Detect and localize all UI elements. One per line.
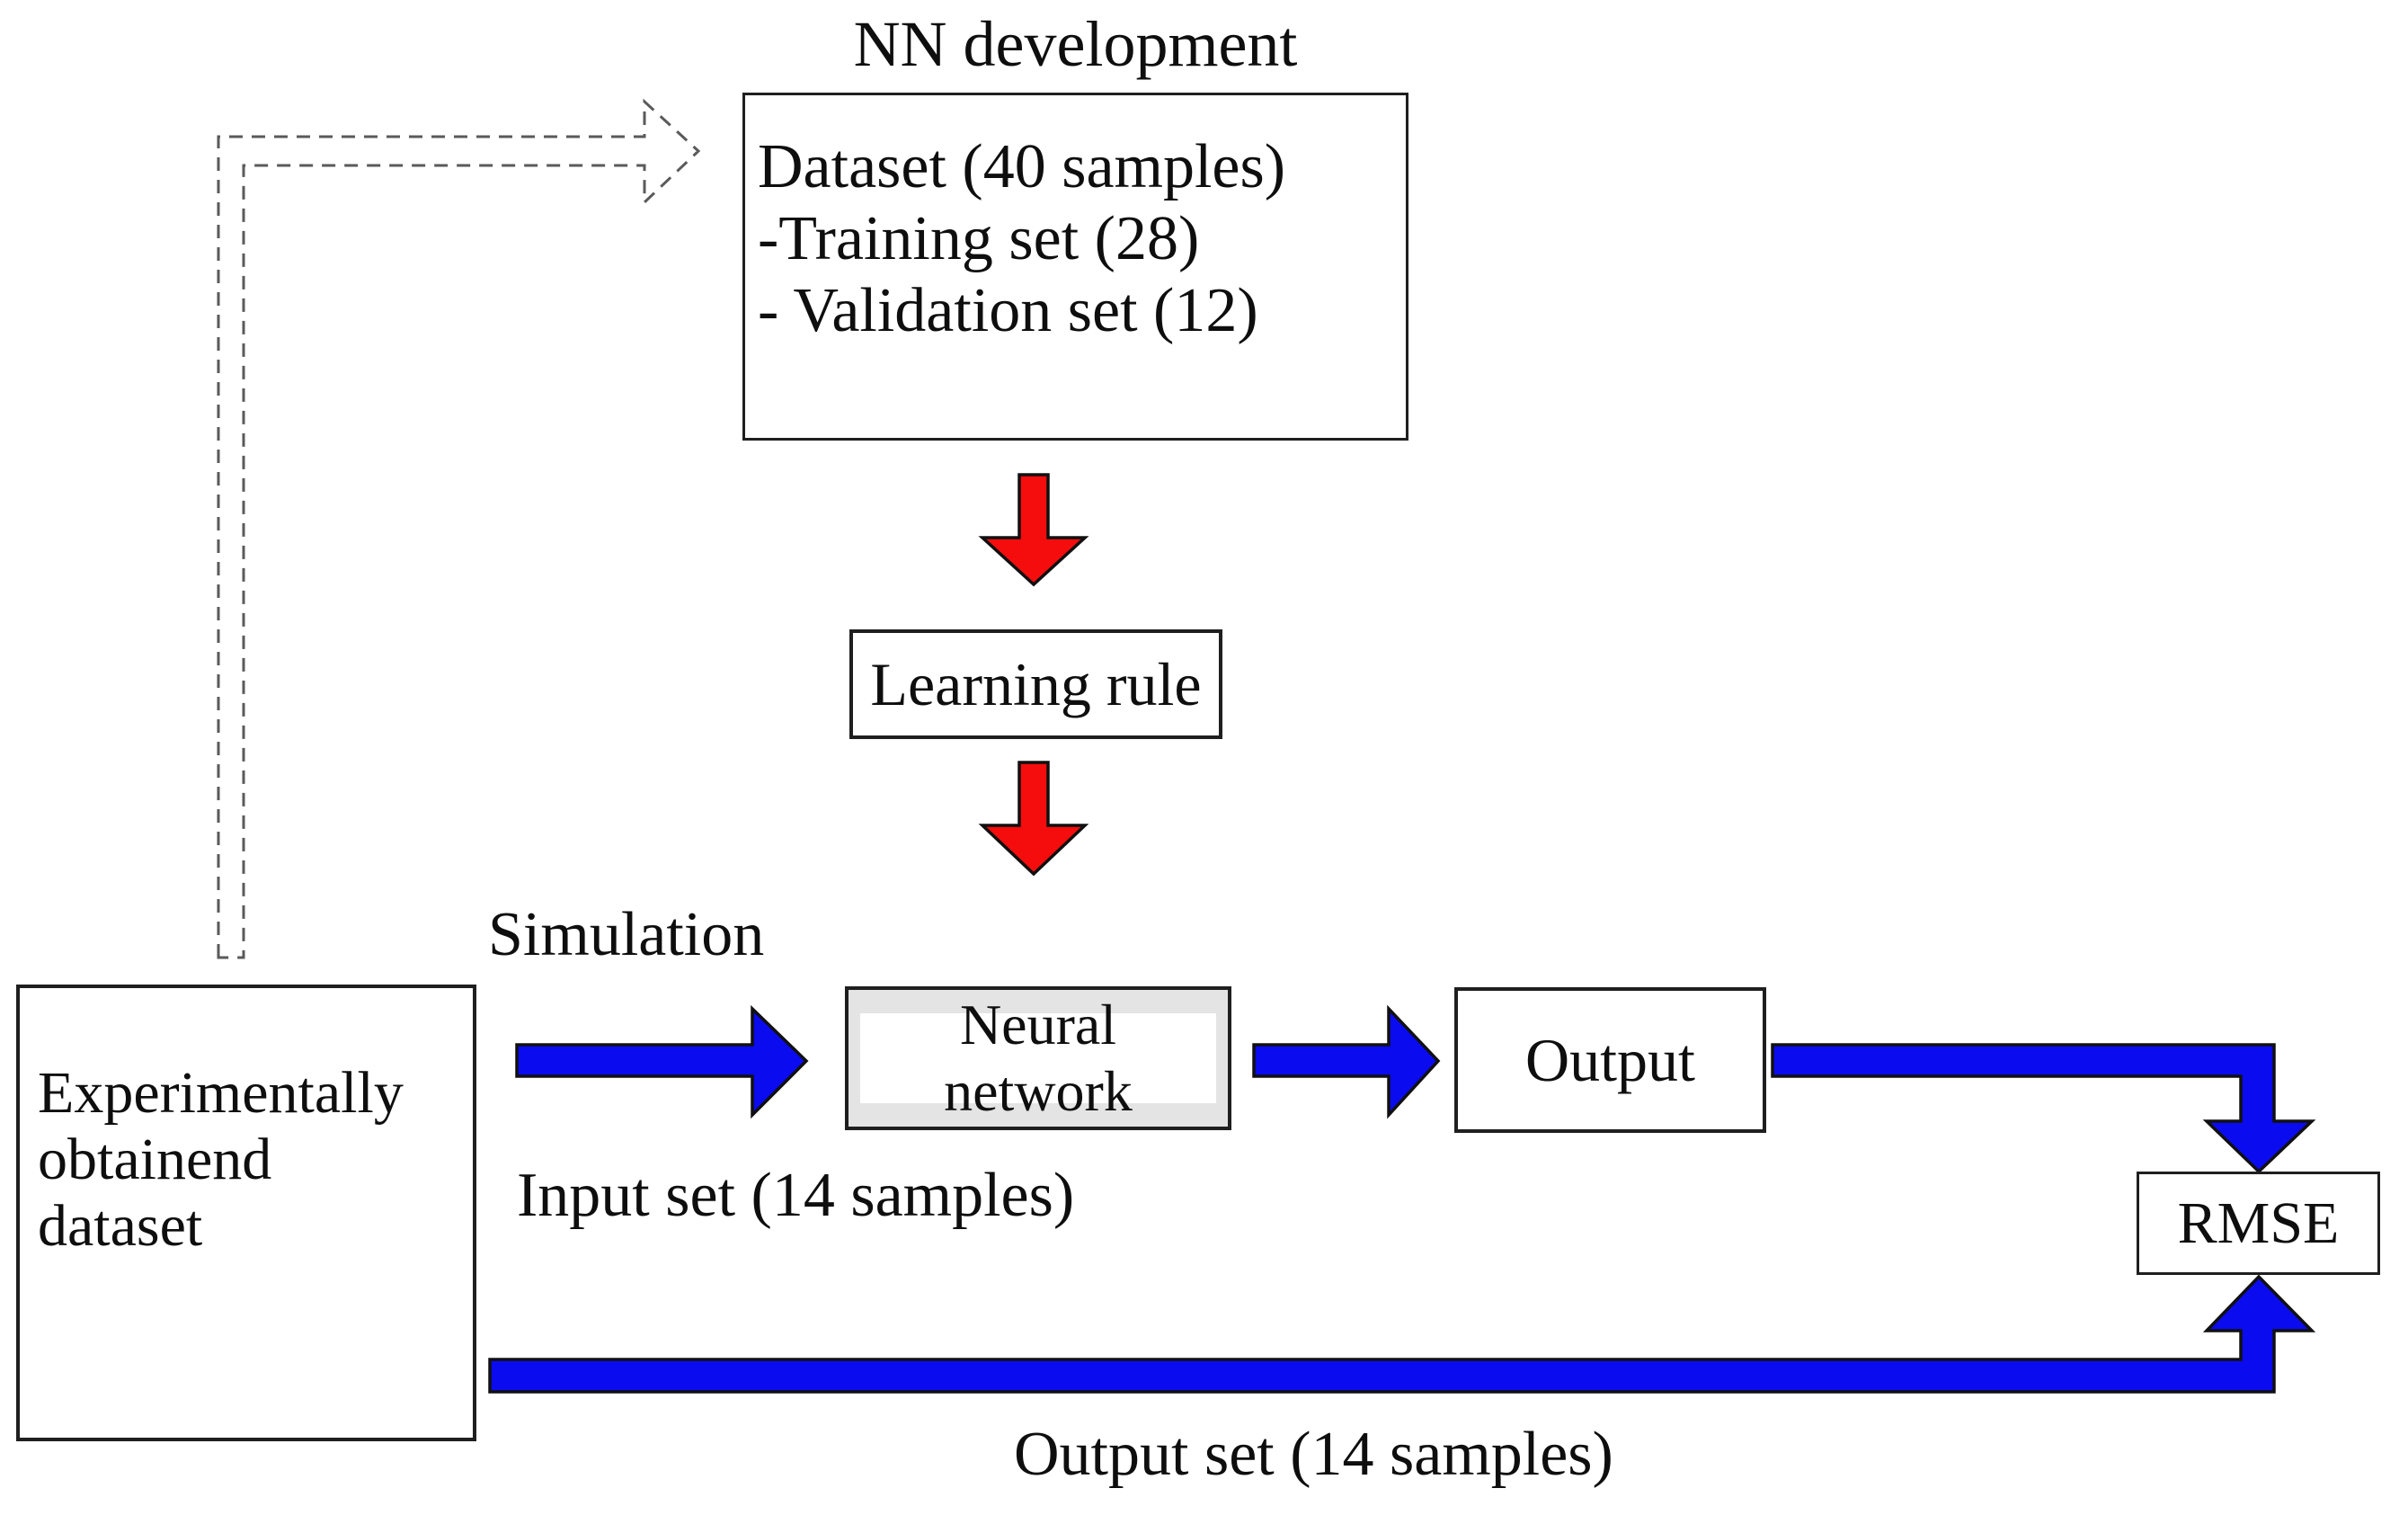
input-set-label: Input set (14 samples)	[517, 1161, 1075, 1230]
dataset-line: Dataset (40 samples)	[758, 132, 1286, 201]
red-arrow-learning-to-nn	[978, 761, 1089, 877]
nn-development-box: Dataset (40 samples) -Training set (28) …	[742, 93, 1408, 441]
blue-arrow-input-set	[515, 1004, 809, 1119]
neural-network-box: Neural network	[845, 986, 1231, 1130]
red-arrow-dataset-to-learning	[978, 473, 1089, 587]
experimental-line-2: obtainend	[38, 1127, 272, 1192]
diagram-title: NN development	[853, 8, 1298, 80]
output-label: Output	[1525, 1025, 1695, 1094]
experimental-dataset-box: Experimentally obtainend dataset	[16, 985, 476, 1441]
neural-network-inner-panel: Neural network	[860, 993, 1216, 1123]
rmse-label: RMSE	[2177, 1190, 2340, 1256]
blue-arrow-output-set-to-rmse	[488, 1274, 2316, 1394]
simulation-label: Simulation	[488, 900, 765, 969]
training-set-line: -Training set (28)	[758, 204, 1200, 273]
experimental-line-3: dataset	[38, 1193, 203, 1259]
blue-arrow-nn-to-output	[1252, 1004, 1441, 1119]
output-box: Output	[1454, 987, 1766, 1133]
validation-set-line: - Validation set (12)	[758, 276, 1258, 345]
output-set-label: Output set (14 samples)	[1014, 1420, 1613, 1489]
learning-rule-box: Learning rule	[849, 629, 1222, 739]
learning-rule-label: Learning rule	[870, 649, 1202, 718]
neural-network-label: Neural network	[944, 993, 1133, 1123]
rmse-box: RMSE	[2137, 1172, 2380, 1275]
dashed-feedback-arrow	[217, 98, 701, 959]
experimental-line-1: Experimentally	[38, 1060, 404, 1126]
blue-arrow-output-to-rmse	[1771, 1043, 2316, 1174]
